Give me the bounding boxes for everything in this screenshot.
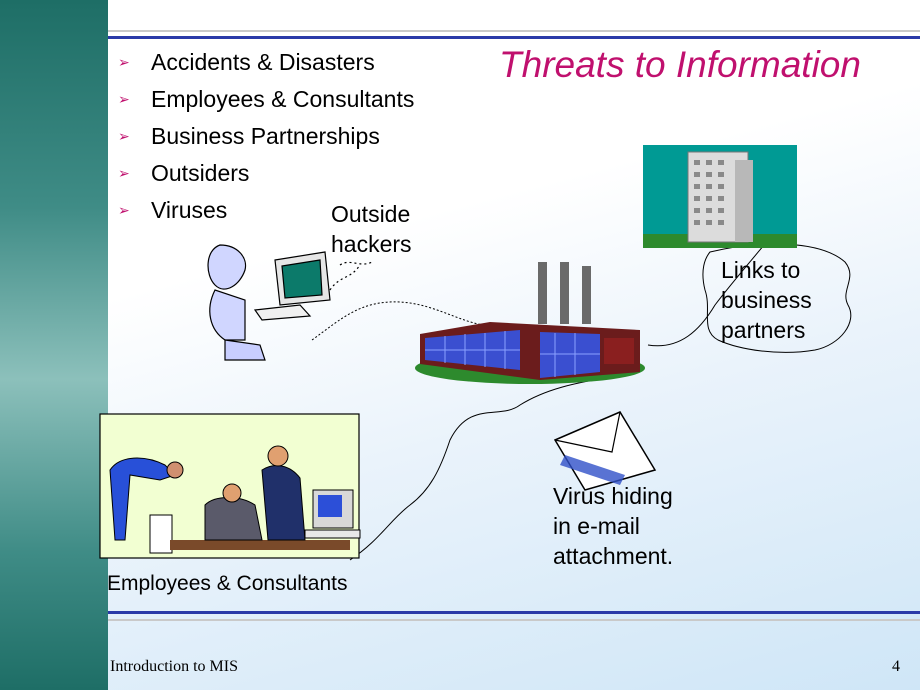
footer-course: Introduction to MIS (110, 658, 238, 675)
chevron-right-icon: ➢ (118, 202, 130, 218)
threat-list: ➢ Accidents & Disasters ➢ Employees & Cons… (118, 44, 414, 229)
bottom-gray-rule (108, 619, 920, 621)
chevron-right-icon: ➢ (118, 54, 130, 70)
bullet-text: Viruses (151, 197, 228, 223)
partners-label-line: business (721, 287, 812, 313)
hacker-icon (207, 244, 373, 361)
bullet-text: Employees & Consultants (151, 86, 415, 112)
factory-icon (415, 262, 645, 384)
employees-picture (99, 413, 361, 559)
hackers-label-line: Outside (331, 201, 411, 227)
top-blue-rule (108, 36, 920, 39)
partner-wire (647, 237, 771, 347)
bottom-blue-rule (108, 611, 920, 614)
building-icon (643, 145, 797, 248)
partners-label: Links to business partners (721, 255, 812, 345)
employees-caption: Employees & Consultants (107, 572, 348, 595)
list-item: ➢ Viruses (118, 192, 414, 229)
bullet-text: Outsiders (151, 160, 250, 186)
partners-label-line: Links to (721, 257, 801, 283)
virus-label: Virus hiding in e-mail attachment. (553, 481, 673, 571)
chevron-right-icon: ➢ (118, 128, 130, 144)
list-item: ➢ Employees & Consultants (118, 81, 414, 118)
virus-label-line: in e-mail (553, 513, 640, 539)
virus-label-line: Virus hiding (553, 483, 673, 509)
bullet-text: Accidents & Disasters (151, 49, 375, 75)
employee-wire (349, 369, 641, 561)
slide-title: Threats to Information (499, 44, 861, 85)
envelope-icon (553, 411, 657, 491)
list-item: ➢ Outsiders (118, 155, 414, 192)
partners-label-line: partners (721, 317, 806, 343)
bullet-text: Business Partnerships (151, 123, 380, 149)
sidebar-band (0, 0, 108, 690)
page-number: 4 (892, 658, 900, 675)
list-item: ➢ Accidents & Disasters (118, 44, 414, 81)
chevron-right-icon: ➢ (118, 91, 130, 107)
partners-callout (702, 243, 852, 353)
hackers-label-line: hackers (331, 231, 412, 257)
chevron-right-icon: ➢ (118, 165, 130, 181)
hacker-wire (311, 301, 501, 341)
hackers-label: Outside hackers (331, 199, 412, 259)
top-gray-rule (108, 30, 920, 32)
list-item: ➢ Business Partnerships (118, 118, 414, 155)
virus-label-line: attachment. (553, 543, 674, 569)
